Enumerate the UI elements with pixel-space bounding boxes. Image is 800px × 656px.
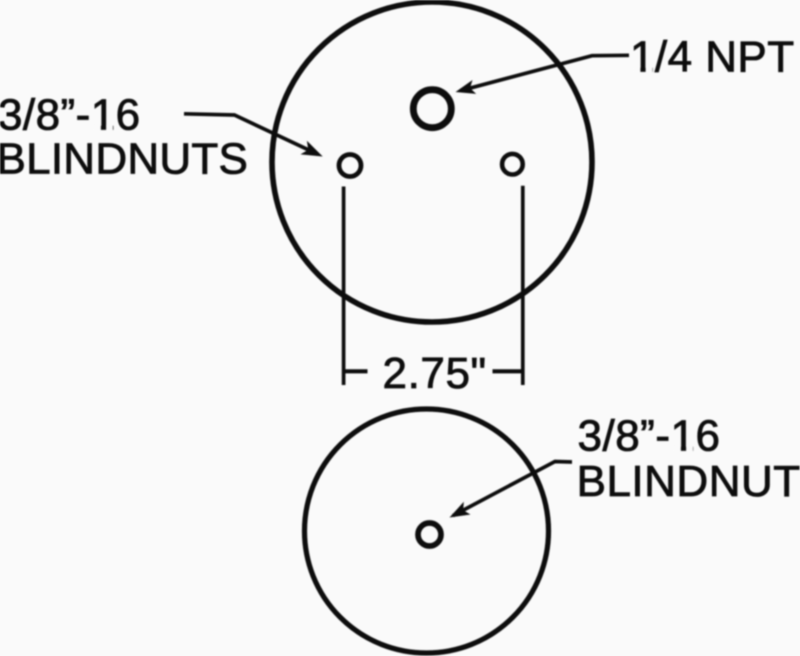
svg-text:3/8”-16: 3/8”-16 [0, 91, 141, 140]
svg-text:BLINDNUTS: BLINDNUTS [577, 457, 800, 506]
svg-text:3/8”-16: 3/8”-16 [578, 412, 721, 461]
svg-text:BLINDNUTS: BLINDNUTS [0, 135, 248, 184]
svg-text:1/4 NPT: 1/4 NPT [630, 33, 795, 82]
svg-text:2.75": 2.75" [383, 349, 487, 398]
